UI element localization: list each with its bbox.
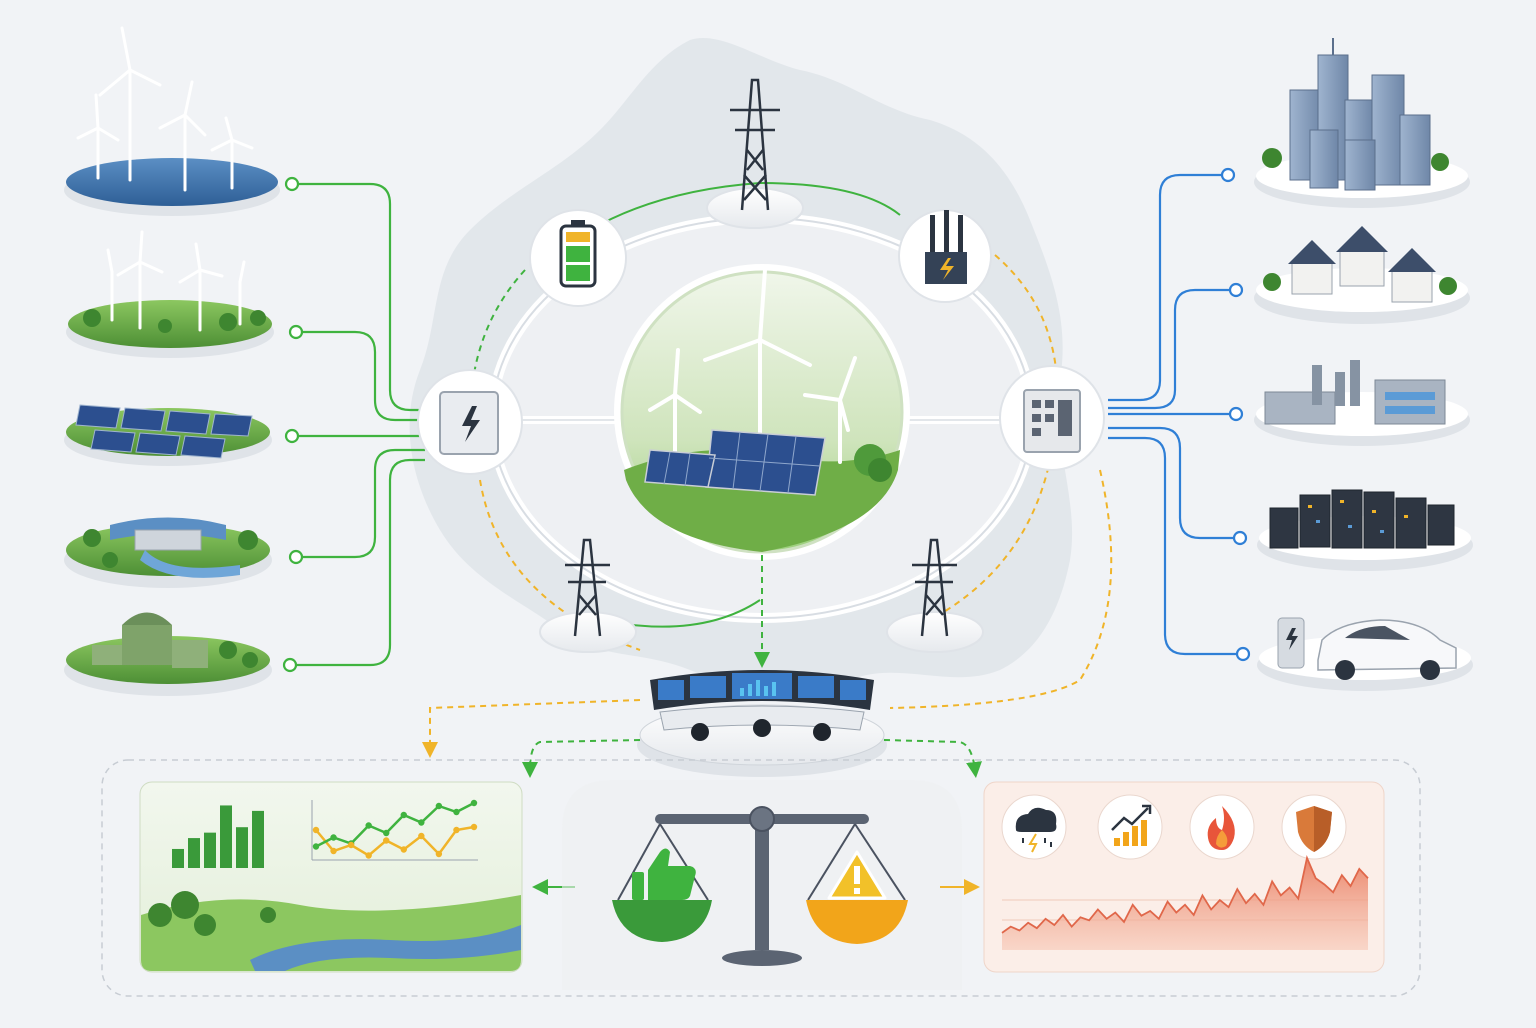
risk-line xyxy=(1001,855,1369,934)
city-skyline-icon xyxy=(1254,38,1470,208)
benefit-point xyxy=(330,847,337,855)
benefit-point xyxy=(400,846,407,853)
benefit-bar xyxy=(204,832,216,868)
server-racks-icon xyxy=(1257,489,1473,571)
renewable-wind-solar-icon xyxy=(614,264,910,560)
transmission-left-node xyxy=(539,538,637,653)
benefit-point xyxy=(418,832,425,840)
outcomes-frame xyxy=(101,759,1421,997)
benefit-point xyxy=(435,850,443,858)
transformer-node xyxy=(898,209,992,303)
pylon-icon xyxy=(565,538,610,637)
benefit-bar-chart xyxy=(172,805,264,868)
benefit-bar xyxy=(172,848,184,868)
thumbs-up-icon xyxy=(632,848,696,900)
control-room-icon xyxy=(637,670,887,777)
balance-panel xyxy=(562,780,962,990)
benefit-point xyxy=(453,808,460,816)
benefit-bar xyxy=(188,838,200,868)
benefit-point xyxy=(330,834,337,841)
generation-hub-node xyxy=(417,369,523,475)
risks-panel xyxy=(983,781,1385,973)
battery-storage-node xyxy=(529,209,627,307)
distribution-hub-node xyxy=(999,365,1105,471)
benefit-bar xyxy=(252,810,264,868)
benefit-point xyxy=(470,799,478,807)
consumer-link-nodes xyxy=(1220,167,1251,662)
ev-charger-car-icon xyxy=(1257,617,1473,691)
benefit-trend-green xyxy=(315,801,475,848)
transmission-top-node xyxy=(706,78,804,229)
factory-icon xyxy=(1254,360,1470,446)
transformer-icon xyxy=(925,210,967,284)
ring-data-arc-right xyxy=(929,254,1059,621)
consumer-links xyxy=(1108,173,1243,656)
transmission-right-node xyxy=(886,538,984,653)
benefit-point xyxy=(453,826,460,834)
generation-links xyxy=(290,182,425,667)
storm-cloud-icon xyxy=(1001,794,1067,860)
benefit-point xyxy=(347,841,355,849)
benefit-point xyxy=(418,819,425,826)
houses-icon xyxy=(1254,226,1470,324)
pylon-icon xyxy=(912,538,957,637)
fire-icon xyxy=(1189,794,1255,860)
benefit-point xyxy=(365,822,372,829)
benefit-bar xyxy=(220,805,232,868)
benefit-point xyxy=(312,843,320,850)
benefit-trend-yellow xyxy=(315,825,475,858)
benefit-point xyxy=(435,802,443,810)
benefit-point xyxy=(365,852,372,859)
electrical-box-icon xyxy=(439,391,499,455)
benefit-points xyxy=(312,799,478,859)
landscape-river-icon xyxy=(141,891,521,971)
warning-icon xyxy=(827,850,887,900)
pylon-icon xyxy=(730,78,780,211)
rising-chart-icon xyxy=(1097,794,1163,860)
substation-cabinet-icon xyxy=(1023,389,1081,453)
biogas-plant-icon xyxy=(64,612,272,696)
benefit-bar xyxy=(236,827,248,868)
solar-farm-icon xyxy=(64,404,272,466)
risk-trend-chart xyxy=(1001,855,1369,950)
generation-link-nodes xyxy=(282,176,304,673)
benefit-point xyxy=(312,826,320,834)
onshore-wind-farm-icon xyxy=(66,230,274,358)
offshore-wind-farm-icon xyxy=(64,26,280,216)
balance-scale-icon xyxy=(612,806,908,966)
battery-icon xyxy=(559,220,597,288)
benefits-panel xyxy=(139,781,523,973)
benefit-point xyxy=(470,823,478,831)
hydro-dam-icon xyxy=(64,517,272,588)
shield-icon xyxy=(1281,794,1347,860)
benefit-point xyxy=(400,811,407,819)
risk-area xyxy=(1002,857,1368,950)
benefit-point xyxy=(383,837,390,844)
benefit-point xyxy=(383,829,390,837)
